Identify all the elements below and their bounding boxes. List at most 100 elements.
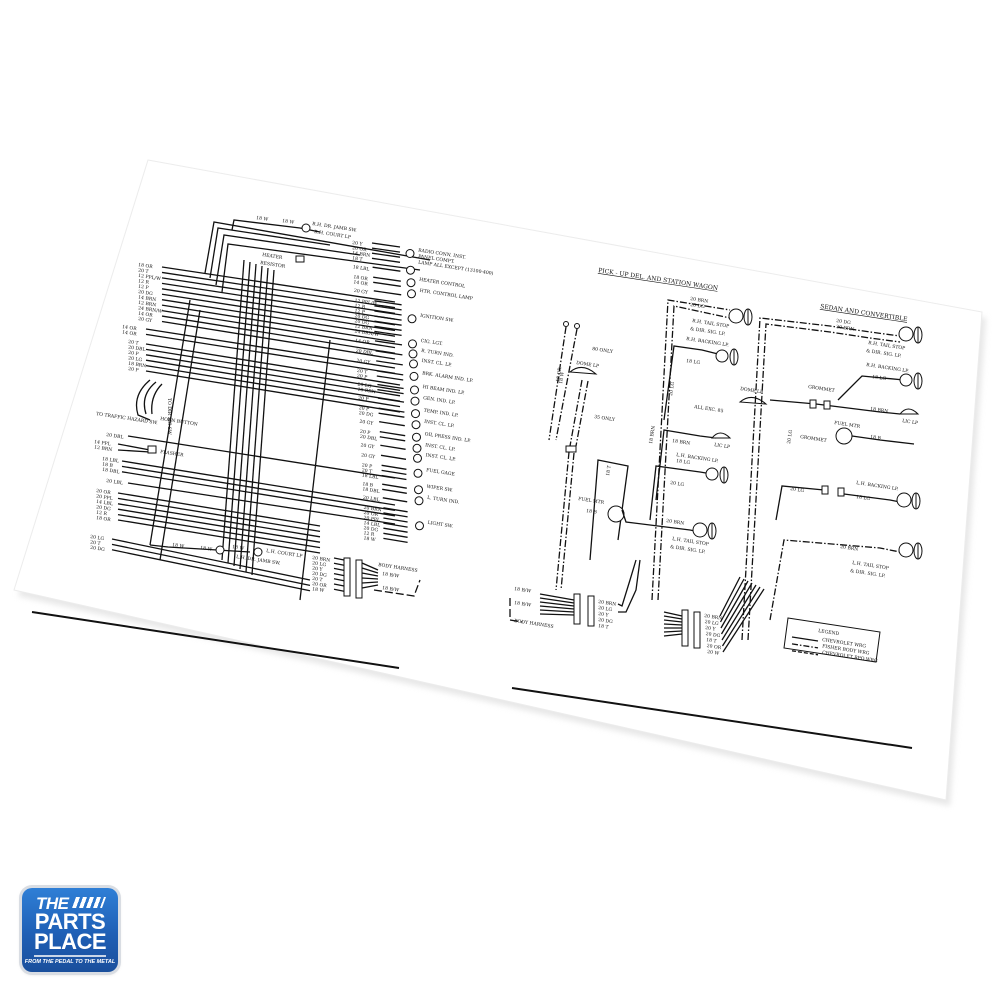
wire <box>374 330 402 337</box>
wire-label: 20 DG <box>138 289 154 297</box>
wire <box>655 429 717 501</box>
wire <box>560 452 575 591</box>
wire <box>117 497 321 533</box>
license-lamp-icon <box>710 432 732 439</box>
wire-label: 20 DG <box>96 504 112 512</box>
body-harness-label: BODY HARNESS <box>378 562 418 574</box>
component-label: & DIR. SIG. LP. <box>670 544 707 555</box>
wire-label: 18 W <box>558 371 566 384</box>
wire-label: 20 GY <box>356 358 372 366</box>
wire <box>663 630 683 633</box>
wire-label: 20 T <box>312 576 324 584</box>
brand-logo: THE PARTS PLACE FROM THE PEDAL TO THE ME… <box>22 888 118 972</box>
wire-label: 14 BRN <box>138 294 157 303</box>
wire-label: 14 OR <box>353 279 369 287</box>
wire-label: 20 GY <box>360 442 376 450</box>
harness-connector <box>343 557 351 597</box>
component-label: FUEL GAGE <box>426 467 456 477</box>
fuel-meter-icon <box>835 427 853 445</box>
wire <box>111 549 311 592</box>
wire-label: 18 LG <box>872 374 887 382</box>
component-label: L. TURN IND. <box>427 495 461 506</box>
turn-signal-label: TO DIR SIG SW <box>166 398 172 435</box>
wire <box>373 290 402 296</box>
wire <box>747 323 901 641</box>
wire <box>251 269 275 576</box>
wire-label: 18 B/W <box>382 585 400 594</box>
wire <box>382 488 407 494</box>
wire <box>161 315 396 354</box>
wire <box>145 359 401 402</box>
brand-line2: PARTS <box>34 909 106 934</box>
wire <box>720 582 753 635</box>
grommet-connector <box>823 400 831 410</box>
wire-label: 20 LG <box>704 619 719 627</box>
right-page-rule <box>511 687 913 749</box>
lamp-bulb-icon <box>705 466 729 484</box>
wire <box>117 508 321 543</box>
wire-label: 12 R <box>363 530 375 538</box>
lamp-socket-icon <box>415 521 424 531</box>
wire-label: 20 LBL <box>363 495 381 503</box>
component-label: IGNITION SW. <box>420 313 455 324</box>
wire <box>381 469 407 476</box>
wire <box>161 320 396 360</box>
wire-label: 20 DG <box>690 302 706 310</box>
brand-line1: THE <box>36 894 69 913</box>
wire <box>383 532 408 538</box>
harness-connector <box>355 559 363 599</box>
wire <box>371 252 401 258</box>
wire <box>215 234 361 286</box>
wire-label: 20 LG <box>90 534 105 542</box>
wire-label: 20 GY <box>354 288 370 296</box>
wire <box>145 370 401 413</box>
wire <box>117 492 321 527</box>
component-label: R. TURN IND. <box>421 348 455 359</box>
wire <box>569 379 583 447</box>
wire <box>121 460 396 506</box>
wire-label: 18 BRN <box>870 406 889 415</box>
component-label: LIGHT SW. <box>427 520 454 530</box>
wire <box>741 317 901 641</box>
wire <box>663 345 719 421</box>
wire-label: 18 B/W <box>514 586 532 595</box>
wire <box>722 588 765 653</box>
harness-connector <box>587 595 595 627</box>
component-label: R.H. TAIL STOP <box>692 318 730 330</box>
wire-label: 12 PPL/W <box>354 298 378 307</box>
wire <box>379 421 405 427</box>
wire <box>361 572 379 577</box>
wire <box>117 503 321 538</box>
horn-button-label: HORN BUTTON <box>160 416 198 428</box>
lamp-socket-icon <box>412 443 422 453</box>
wire <box>161 282 396 320</box>
wire-label: 20 OR <box>706 643 722 651</box>
wire <box>361 567 379 574</box>
wire <box>145 328 396 369</box>
dome-lamp-icon <box>738 397 768 405</box>
wire-label: 20 P <box>357 373 368 380</box>
wire <box>378 412 405 418</box>
wire-label: 18 BRN <box>357 387 376 396</box>
grommet-label: GROMMET <box>800 434 828 444</box>
wire-label: 12 BRN <box>94 444 113 453</box>
wire-label: 18 B <box>870 434 882 442</box>
wire-label: 20 T <box>357 368 369 376</box>
wire-label: 20 LG <box>790 486 805 494</box>
wire-label: 20 LG <box>128 355 143 363</box>
wire <box>373 579 421 597</box>
connector-icon <box>821 485 829 495</box>
wire <box>161 309 396 349</box>
wire <box>377 388 404 395</box>
legend-line-dash-dot <box>791 643 819 649</box>
wire <box>333 588 345 592</box>
wire-label: 12 P <box>354 308 365 315</box>
wire <box>617 559 637 607</box>
wire <box>657 305 731 601</box>
wire <box>382 483 407 489</box>
wire <box>161 277 396 315</box>
wire <box>145 354 401 397</box>
lamp-socket-icon <box>253 547 263 557</box>
wire-label: 20 LG <box>598 605 613 613</box>
dome-lamp-label: DOME LP <box>740 386 764 395</box>
